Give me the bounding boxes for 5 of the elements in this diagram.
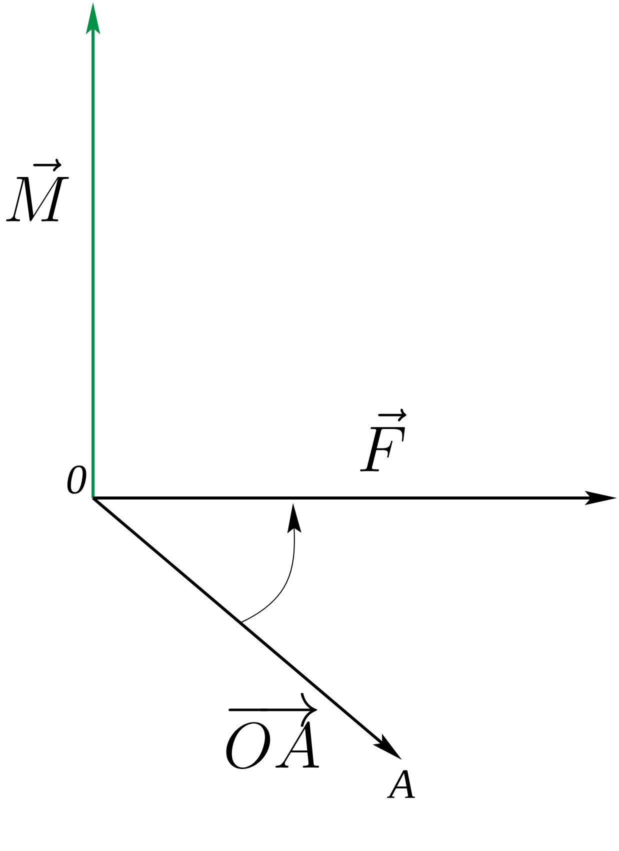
vector-label: $\vec{M}$	[6, 158, 69, 222]
point-label: 0	[67, 465, 86, 494]
point-label: A	[386, 770, 415, 798]
vector-label: $\vec{F}$	[360, 408, 406, 472]
vector-label: $\overrightarrow{OA}$	[226, 693, 319, 770]
